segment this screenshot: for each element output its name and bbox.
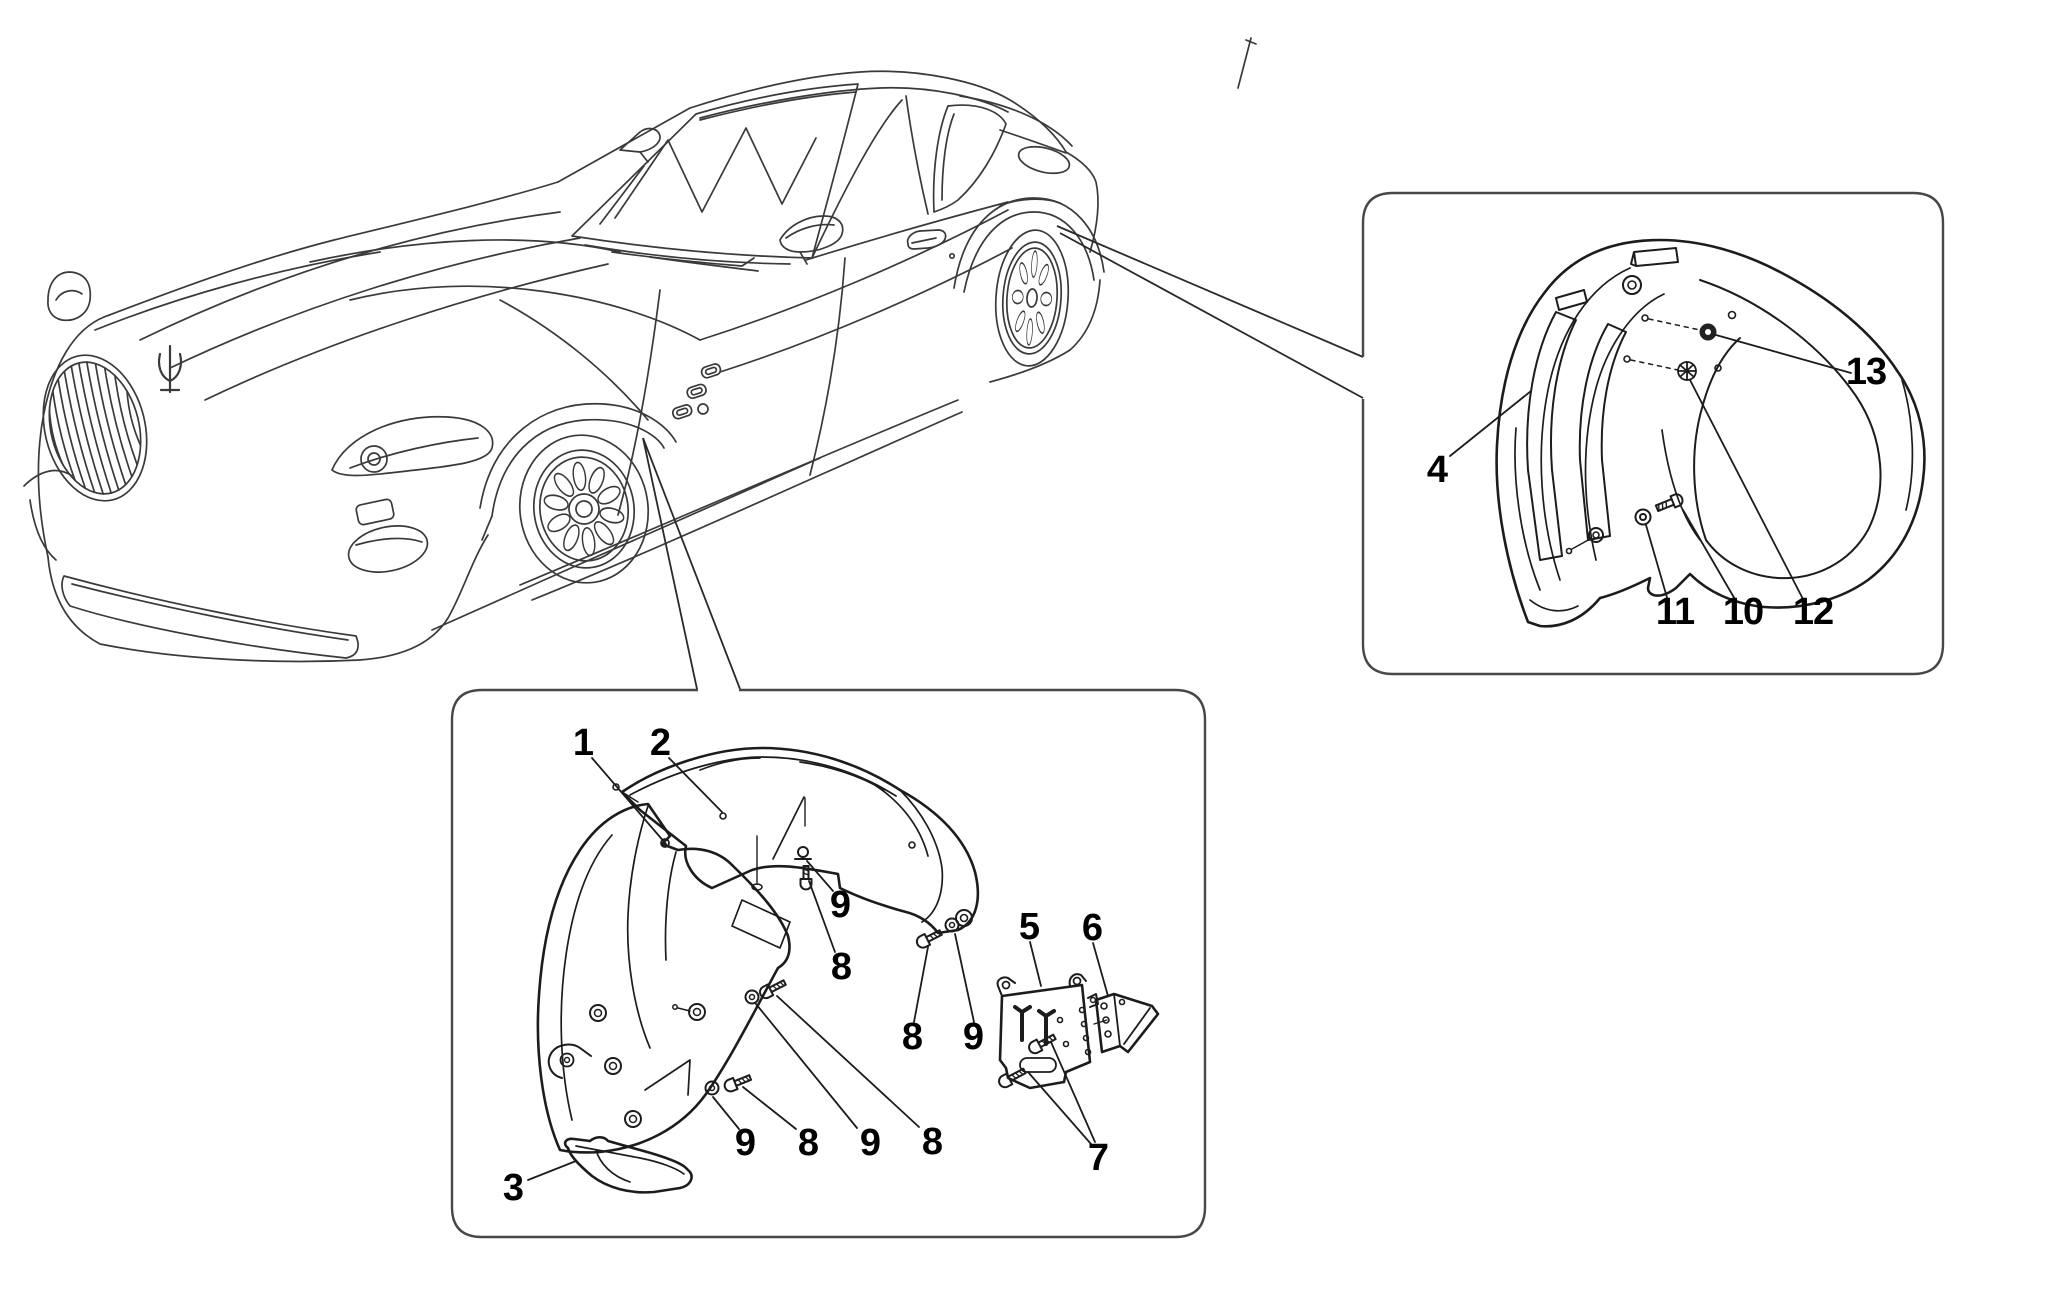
part-callout-8[interactable]: 8 [830, 946, 852, 988]
part-callout-8[interactable]: 8 [797, 1122, 819, 1164]
washer-part-11 [1634, 508, 1652, 526]
front-wheelhouse-parts [536, 746, 1160, 1194]
cap-nut-part-13 [1699, 323, 1717, 341]
bracket-part-6 [1094, 992, 1160, 1054]
part-callout-13[interactable]: 13 [1845, 351, 1887, 393]
part-callout-9[interactable]: 9 [859, 1122, 881, 1164]
part-callout-7[interactable]: 7 [1087, 1137, 1109, 1179]
knurled-nut-part-12 [1677, 361, 1697, 381]
car-line-art [23, 37, 1257, 663]
part-callout-2[interactable]: 2 [649, 722, 671, 764]
front-detail-box [450, 688, 1207, 1239]
part-callout-8[interactable]: 8 [921, 1121, 943, 1163]
callout-leader-lines [527, 334, 1852, 1181]
rear-detail-box [1361, 191, 1945, 676]
part-callout-4[interactable]: 4 [1426, 449, 1448, 491]
rear-detail-box-fill [1364, 194, 1942, 673]
zoom-leader-lines [642, 225, 1364, 690]
part-callout-9[interactable]: 9 [829, 884, 851, 926]
rear-wheelhouse-parts [1495, 238, 1926, 628]
part-callout-11[interactable]: 11 [1655, 591, 1695, 633]
part-callout-10[interactable]: 10 [1722, 591, 1764, 633]
part-callout-1[interactable]: 1 [572, 722, 594, 764]
screw-part-10 [1654, 493, 1684, 513]
part-callout-9[interactable]: 9 [962, 1016, 984, 1058]
part-callout-5[interactable]: 5 [1018, 906, 1040, 948]
part-callout-6[interactable]: 6 [1081, 907, 1103, 949]
part-callout-12[interactable]: 12 [1792, 591, 1834, 633]
trident-badge [157, 344, 183, 394]
part-callout-9[interactable]: 9 [734, 1122, 756, 1164]
bracket-part-5 [996, 973, 1108, 1090]
part-callout-3[interactable]: 3 [502, 1167, 524, 1209]
part-callout-8[interactable]: 8 [901, 1016, 923, 1058]
